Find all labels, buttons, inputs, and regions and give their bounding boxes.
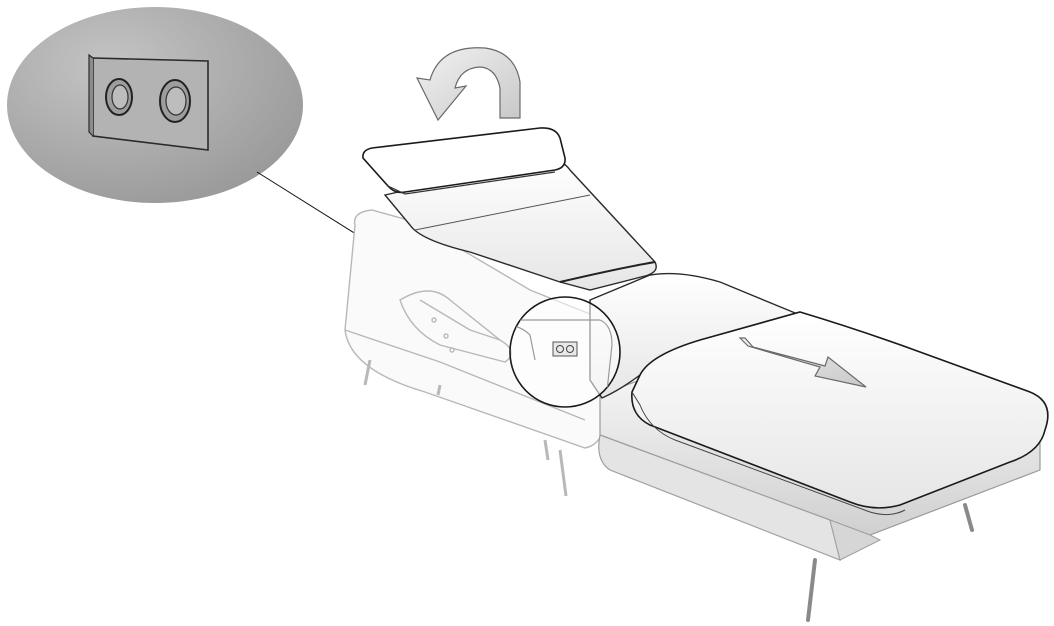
rotate-arrow-icon: [417, 48, 520, 120]
control-button-left: [106, 79, 132, 115]
inset-magnifier: [7, 7, 303, 203]
small-control-buttons-icon: [553, 342, 577, 356]
control-buttons-icon: [89, 55, 208, 150]
control-button-right: [160, 80, 190, 122]
